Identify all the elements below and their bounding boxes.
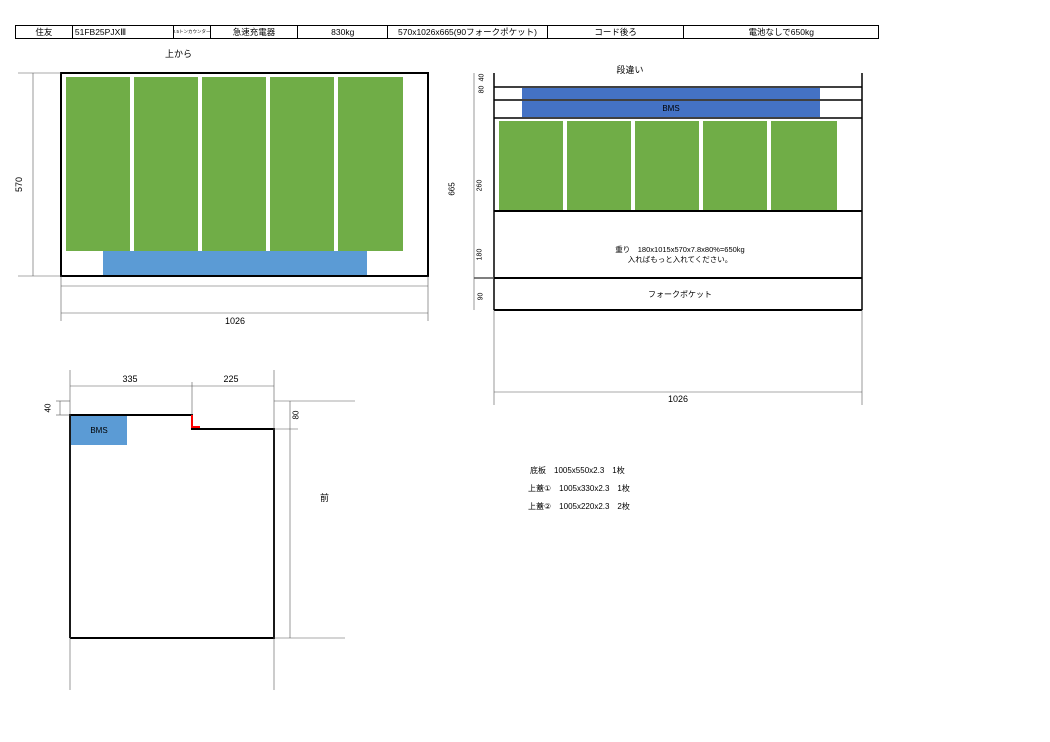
bms-block-upper [522, 88, 820, 99]
bms-block-side: BMS [522, 101, 820, 117]
dim-80-label: 80 [291, 410, 301, 420]
seg-label-180: 180 [476, 248, 484, 261]
weight-text-2: 入ればもっと入れてください。 [627, 255, 733, 264]
side-view-height-label: 665 [447, 182, 457, 196]
header-dimensions: 570x1026x665(90フォークポケット) [388, 26, 548, 38]
header-model: 51FB25PJXⅢ [73, 26, 174, 38]
battery-cell [703, 121, 767, 210]
top-view-width-label: 1026 [224, 316, 246, 326]
material-item: 上蓋① 1005x330x2.3 1枚 [528, 484, 630, 493]
weight-text-1: 重り 180x1015x570x7.8x80%=650kg [615, 245, 745, 254]
battery-cell [635, 121, 699, 210]
header-charger: 急速充電器 [211, 26, 299, 38]
dim-40-label: 40 [43, 403, 53, 413]
top-view-title: 上から [165, 49, 193, 59]
material-item: 底板 1005x550x2.3 1枚 [530, 466, 625, 475]
bms-block-top [103, 251, 367, 275]
battery-cell [338, 77, 403, 251]
seg-label-80: 80 [478, 85, 486, 94]
dim-335-label: 335 [122, 374, 138, 384]
side-view-width-label: 1026 [667, 394, 689, 404]
front-label: 前 [320, 493, 330, 503]
battery-cell [202, 77, 266, 251]
battery-cell [771, 121, 837, 210]
battery-cell [567, 121, 631, 210]
top-view-depth-label: 570 [14, 176, 25, 193]
header-cord: コード後ろ [548, 26, 685, 38]
seg-label-90: 90 [477, 292, 485, 301]
header-weight-no-battery: 電池なしで650kg [748, 27, 814, 37]
header-maker: 住友 [16, 26, 73, 38]
side-view-title: 段違い [616, 65, 644, 75]
battery-cell [499, 121, 563, 210]
header-type: 2.5トンカウンター [174, 26, 211, 38]
material-item: 上蓋② 1005x220x2.3 2枚 [528, 502, 630, 511]
battery-cell [134, 77, 198, 251]
fork-pocket-label: フォークポケット [648, 290, 712, 299]
seg-label-40: 40 [478, 73, 486, 82]
header-weight: 830kg [298, 26, 389, 38]
seg-label-260: 260 [476, 179, 484, 192]
battery-cell [270, 77, 334, 251]
battery-cell [66, 77, 130, 251]
spec-header-table: 住友 51FB25PJXⅢ 2.5トンカウンター 急速充電器 830kg 570… [15, 25, 879, 39]
dim-225-label: 225 [223, 374, 239, 384]
bms-block-section: BMS [71, 416, 127, 445]
